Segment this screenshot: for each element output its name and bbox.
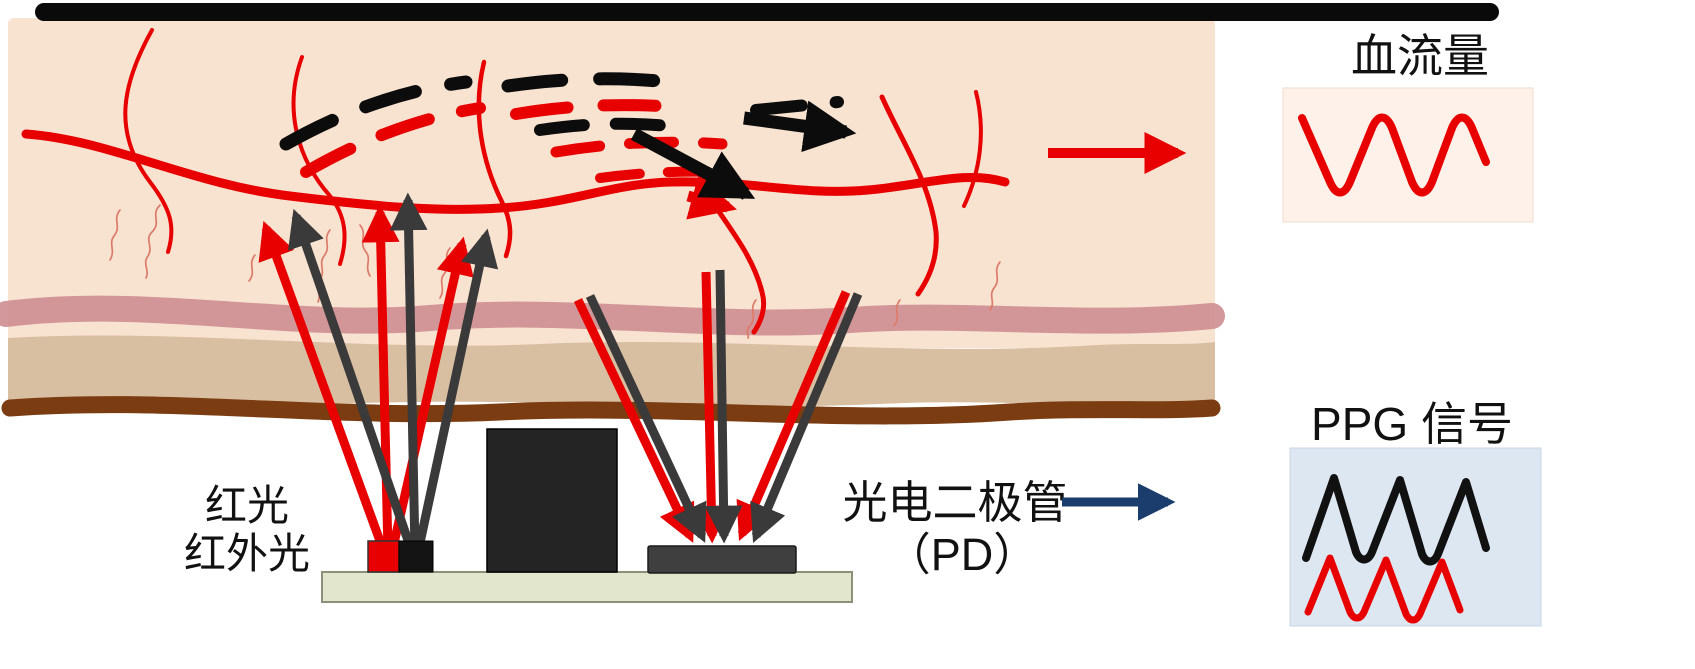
ppg-red-waveform xyxy=(1304,554,1464,624)
capillary xyxy=(109,209,121,261)
reflected-light-arrows xyxy=(573,269,863,544)
emitted-light-arrows xyxy=(258,192,499,554)
red-led xyxy=(367,540,400,573)
vessel-branch xyxy=(123,28,174,254)
black-dash-arc xyxy=(279,75,473,151)
capillary xyxy=(893,299,901,327)
red-light-up-arrow xyxy=(361,204,400,553)
red-light-up-arrow xyxy=(387,236,474,553)
black-dash-arc xyxy=(534,117,674,136)
ir-led xyxy=(398,540,434,573)
vessel-branch xyxy=(291,55,347,266)
ir-light-down-arrow xyxy=(585,294,707,543)
blood-flow-panel xyxy=(1282,87,1534,223)
red-light-down-arrow xyxy=(736,290,851,541)
ir-light-down-arrow xyxy=(704,269,743,544)
ppg-signal-label: PPG 信号 xyxy=(1311,398,1513,450)
red-light-up-arrow xyxy=(258,220,389,554)
photodiode-abbrev-label: （PD） xyxy=(886,529,1039,580)
ir-light-down-arrow xyxy=(750,292,863,543)
red-dash-arc xyxy=(510,99,694,120)
red-light-down-arrow xyxy=(692,271,731,544)
pcb-board xyxy=(321,571,853,603)
ir-light-up-arrow xyxy=(389,192,428,553)
blood-vessels xyxy=(21,28,1010,335)
red-dash-arc xyxy=(300,102,486,178)
capillary xyxy=(144,204,161,279)
waveform-panels xyxy=(1282,87,1542,627)
black-dash-arc xyxy=(750,96,844,116)
skin-cross-section xyxy=(0,3,1499,425)
optical-barrier xyxy=(486,428,618,573)
vessel-flow-red-arrow xyxy=(686,174,737,220)
ppg-ir-waveform xyxy=(1302,474,1490,566)
blood-flow-label: 血流量 xyxy=(1351,30,1489,82)
cell-motion-black-arrow xyxy=(743,100,857,153)
red-light-down-arrow xyxy=(573,298,695,543)
labels: 红光 红外光 光电二极管 （PD） 血流量 PPG 信号 xyxy=(184,30,1513,580)
vessel-branch xyxy=(962,90,983,208)
ir-light-up-arrow xyxy=(413,228,499,553)
capillary xyxy=(248,254,256,282)
main-artery xyxy=(21,129,1010,214)
dermis-band xyxy=(0,295,1225,336)
capillary xyxy=(989,261,1001,311)
vessel-branch xyxy=(476,59,513,259)
epidermis-layer xyxy=(8,18,1215,348)
photodiode-chip xyxy=(647,545,797,574)
sensor-hardware xyxy=(321,428,853,603)
cell-motion-black-arrow xyxy=(630,128,756,200)
vessel-branch xyxy=(879,94,939,297)
photodiode-label: 光电二极管 xyxy=(842,477,1067,528)
blood-flow-arrows xyxy=(630,100,1187,220)
ir-light-up-arrow xyxy=(288,208,417,554)
ir-light-label: 红外光 xyxy=(184,530,310,577)
capillary xyxy=(746,299,757,339)
red-light-label: 红光 xyxy=(205,482,289,529)
deep-layer-band xyxy=(1,396,1221,425)
black-dash-arc xyxy=(501,72,677,93)
blood-flow-waveform xyxy=(1298,113,1490,197)
